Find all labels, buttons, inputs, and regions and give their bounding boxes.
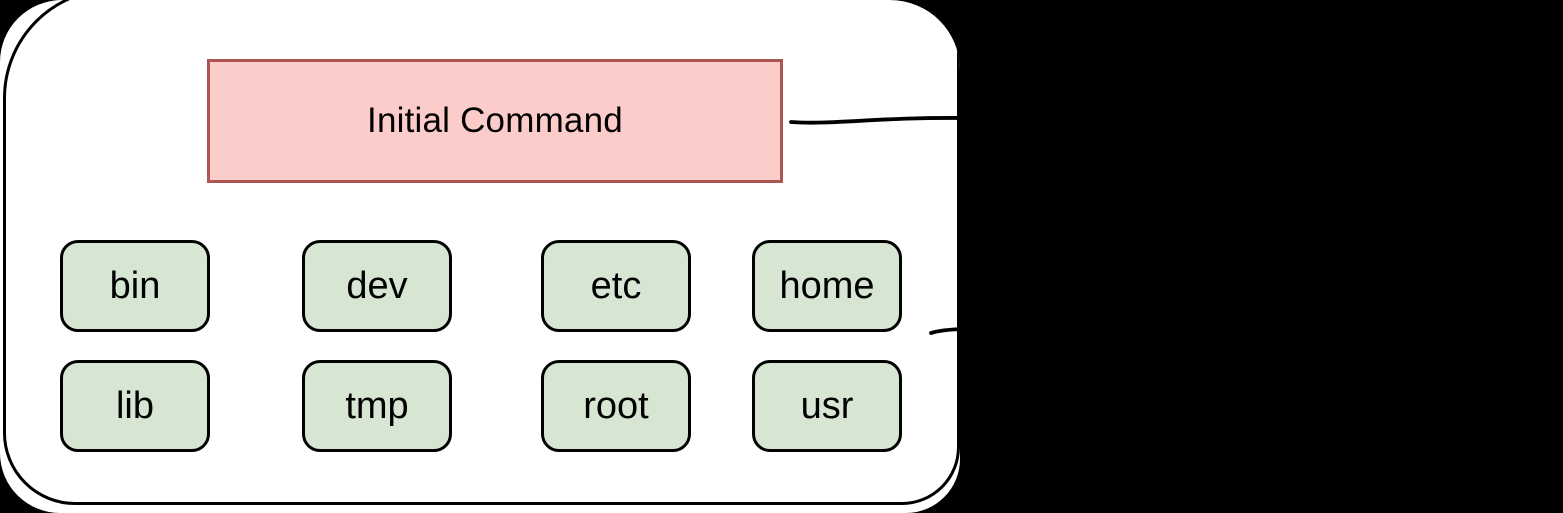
panel-border — [3, 0, 960, 505]
directory-box-root: root — [541, 360, 691, 452]
directory-label: usr — [800, 384, 854, 427]
directory-box-dev: dev — [302, 240, 452, 332]
directory-box-tmp: tmp — [302, 360, 452, 452]
directory-label: bin — [109, 264, 161, 307]
directory-label: lib — [115, 384, 155, 427]
initial-command-box: Initial Command — [207, 59, 783, 183]
directory-box-lib: lib — [60, 360, 210, 452]
directory-box-etc: etc — [541, 240, 691, 332]
directory-label: dev — [346, 264, 408, 307]
filesystem-panel: Initial Command bin dev etc home lib tmp… — [0, 0, 960, 513]
directory-box-usr: usr — [752, 360, 902, 452]
directory-label: tmp — [345, 384, 409, 427]
directory-label: home — [779, 264, 875, 307]
initial-command-label: Initial Command — [367, 101, 623, 140]
directory-box-bin: bin — [60, 240, 210, 332]
directory-label: root — [583, 384, 649, 427]
directory-label: etc — [590, 264, 642, 307]
directory-box-home: home — [752, 240, 902, 332]
